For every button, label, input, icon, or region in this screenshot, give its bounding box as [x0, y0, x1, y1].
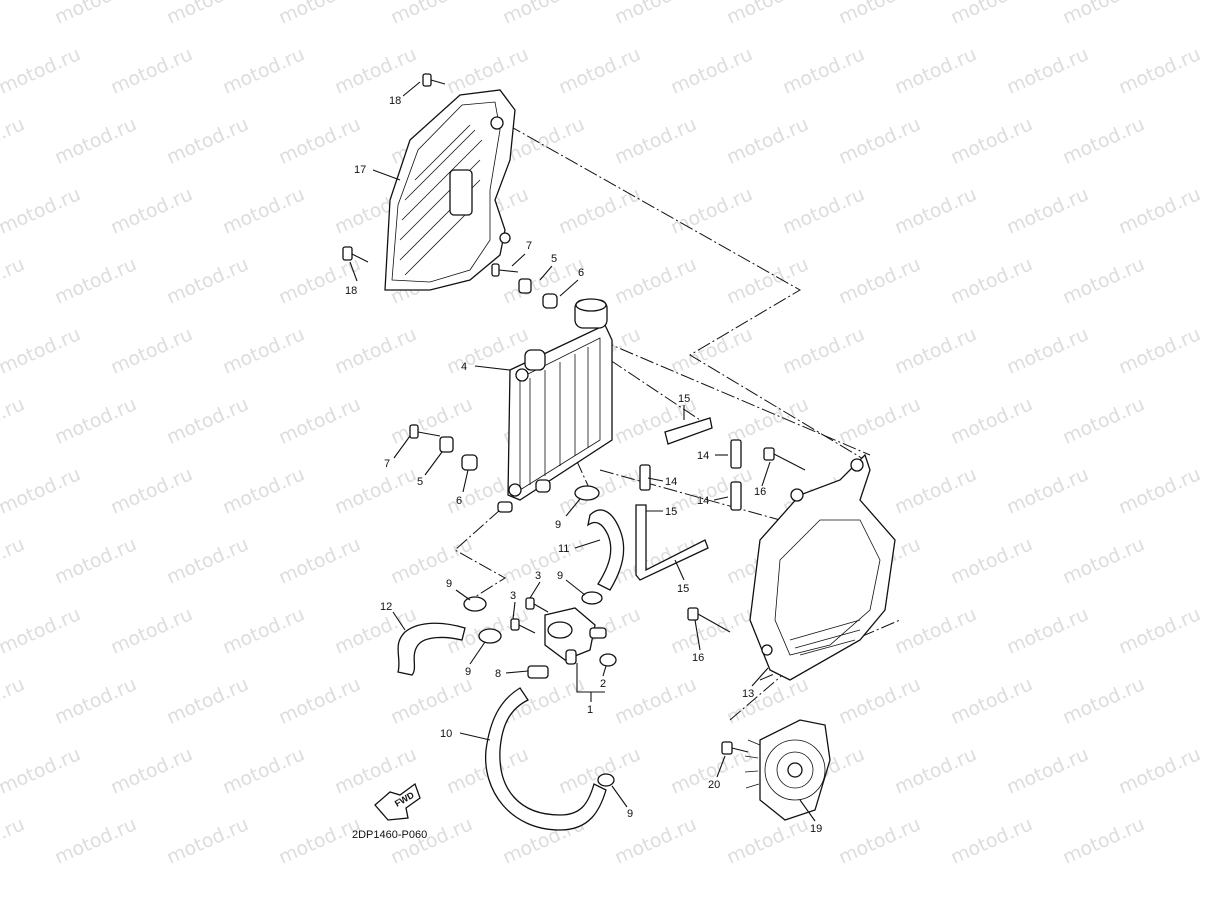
callout-16: 16 — [692, 652, 704, 664]
damper-part-15-upper — [664, 417, 713, 445]
bolt-part-16-upper — [763, 447, 806, 471]
callout-11: 11 — [558, 543, 569, 555]
callout-12: 12 — [380, 601, 392, 613]
damper-part-15-lower — [635, 504, 709, 581]
thermostat-housing-part-1 — [544, 607, 607, 665]
connector-part-8 — [527, 665, 549, 679]
callout-9: 9 — [555, 519, 561, 531]
bolt-part-20 — [721, 741, 749, 755]
callout-10: 10 — [440, 728, 452, 740]
bolt-part-18-bottom — [342, 246, 369, 263]
callout-14: 14 — [665, 476, 677, 488]
clamp-part-9-top — [574, 485, 600, 501]
screw-part-3-lower — [510, 618, 536, 634]
collar-part-5-lower — [439, 436, 454, 453]
callout-9: 9 — [446, 578, 452, 590]
hose-part-10 — [485, 687, 607, 831]
callout-17: 17 — [354, 164, 366, 176]
callout-15: 15 — [678, 393, 690, 405]
callout-numbers: 18 17 18 7 5 6 4 15 14 14 14 16 15 15 7 … — [345, 95, 822, 835]
radiator-part-4 — [497, 298, 613, 513]
callout-5: 5 — [417, 476, 423, 488]
hose-part-11 — [587, 509, 625, 591]
callout-14: 14 — [697, 495, 709, 507]
callout-7: 7 — [526, 240, 532, 252]
callout-13: 13 — [742, 688, 754, 700]
callout-6: 6 — [578, 267, 584, 279]
bolt-part-7-lower — [409, 424, 441, 439]
callout-3: 3 — [510, 590, 516, 602]
callout-3: 3 — [535, 570, 541, 582]
callout-15: 15 — [677, 583, 689, 595]
callout-9: 9 — [557, 570, 563, 582]
grommet-part-6-lower — [461, 454, 478, 471]
leader-lines — [349, 81, 816, 822]
callout-4: 4 — [461, 361, 467, 373]
bolt-part-7-upper — [491, 263, 519, 277]
clamp-part-9-bottom — [597, 773, 615, 787]
callout-19: 19 — [810, 823, 822, 835]
clamp-part-9-lower — [478, 628, 502, 644]
damper-part-14-a — [730, 439, 742, 469]
cooling-fan-part-19 — [744, 719, 831, 821]
callout-18: 18 — [389, 95, 401, 107]
callout-15: 15 — [665, 506, 677, 518]
bolt-part-18-top — [422, 73, 446, 87]
callout-18: 18 — [345, 285, 357, 297]
callout-1: 1 — [587, 704, 593, 716]
radiator-cover-part-17 — [384, 89, 516, 291]
shroud-part-13 — [749, 453, 896, 681]
grommet-part-6-upper — [542, 293, 558, 309]
callout-2: 2 — [600, 678, 606, 690]
bolt-part-16-lower — [687, 607, 731, 633]
o-ring-part-2 — [599, 653, 617, 667]
clamp-part-9-left — [463, 596, 487, 612]
screw-part-3-upper — [525, 597, 549, 613]
fwd-arrow-icon: FWD — [374, 782, 421, 821]
clamp-part-9-mid — [581, 591, 603, 605]
callout-8: 8 — [495, 668, 501, 680]
callout-7: 7 — [384, 458, 390, 470]
hose-part-12 — [397, 622, 466, 676]
callout-9: 9 — [465, 666, 471, 678]
callout-6: 6 — [456, 495, 462, 507]
callout-9: 9 — [627, 808, 633, 820]
damper-part-14-b — [639, 464, 651, 491]
callout-5: 5 — [551, 253, 557, 265]
callout-16: 16 — [754, 486, 766, 498]
callout-14: 14 — [697, 450, 709, 462]
collar-part-5-upper — [518, 278, 532, 294]
callout-20: 20 — [708, 779, 720, 791]
diagram-code: 2DP1460-P060 — [352, 829, 427, 841]
damper-part-14-c — [730, 481, 742, 511]
